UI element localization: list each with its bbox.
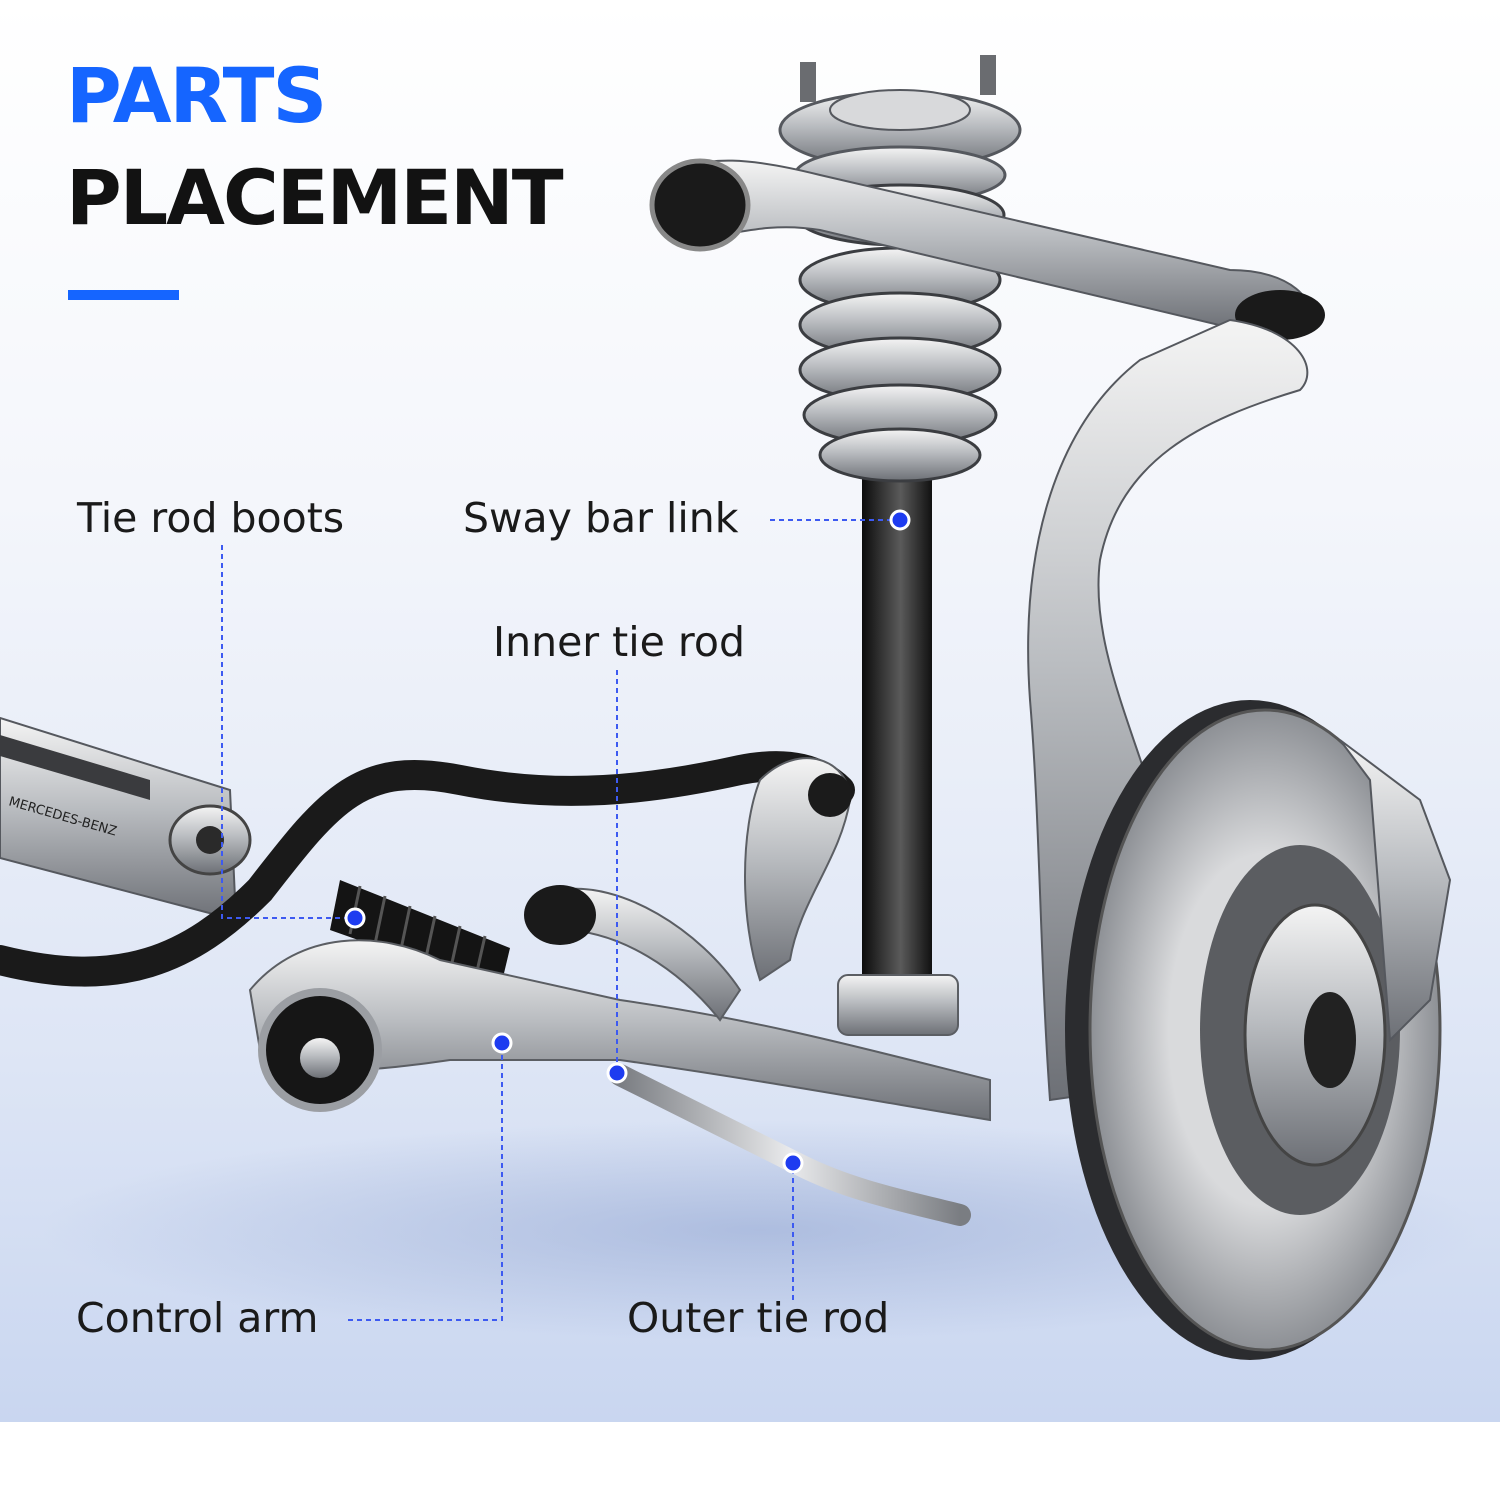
brake-disc [1065, 700, 1442, 1360]
sway-bar [0, 751, 855, 987]
title-parts: PARTS [66, 51, 327, 140]
shock-strut [778, 55, 1022, 1036]
label-tie-rod-boots: Tie rod boots [77, 494, 345, 542]
label-inner-tie-rod: Inner tie rod [493, 618, 745, 666]
label-sway-bar-link: Sway bar link [463, 494, 739, 542]
tie-rod [609, 1064, 971, 1226]
steering-rack: MERCEDES-BENZ [0, 716, 252, 922]
brake-caliper [1339, 739, 1452, 1043]
parts-placement-graphic: MERCEDES-BENZ [0, 0, 1500, 1422]
title-underline [68, 290, 179, 300]
label-outer-tie-rod: Outer tie rod [627, 1294, 890, 1342]
bottom-margin [0, 1422, 1500, 1500]
label-control-arm: Control arm [76, 1294, 319, 1342]
title-placement: PLACEMENT [66, 153, 564, 242]
